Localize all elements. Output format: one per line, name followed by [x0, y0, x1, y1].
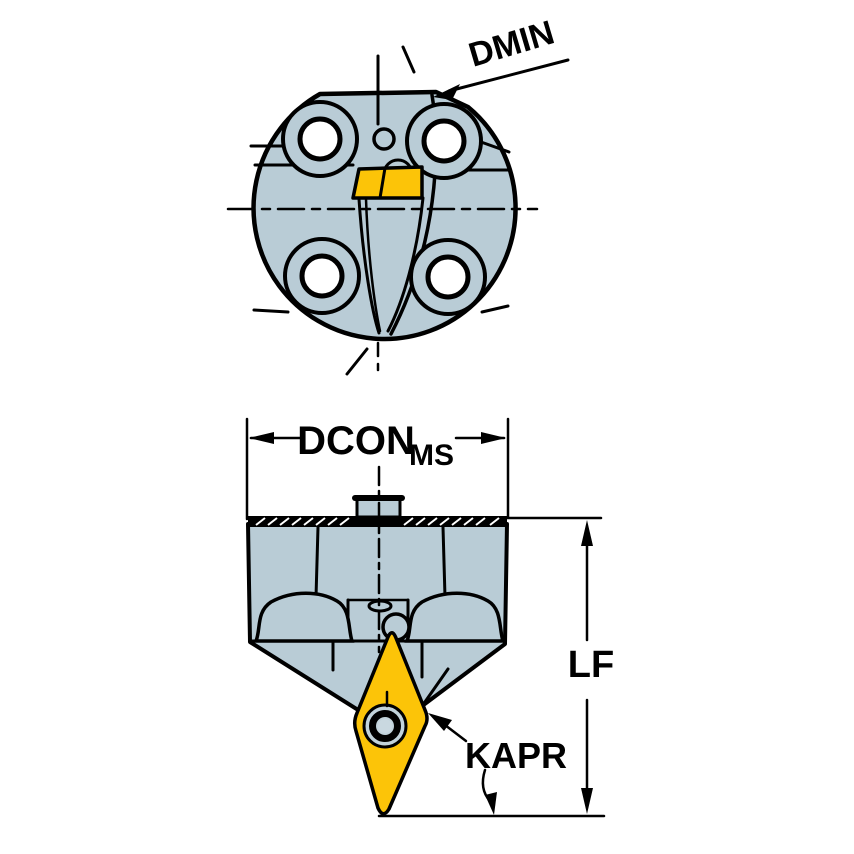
- dcon-dimension: DCON MS: [245, 417, 510, 521]
- lf-arrowhead-bottom: [581, 788, 593, 814]
- front-view: DCON MS LF KAPR: [245, 417, 614, 818]
- bolt-hole-top-right: [421, 118, 467, 164]
- axis-tick-bottom: [345, 347, 369, 376]
- boss-bottom-right: [409, 238, 487, 316]
- dmin-leader-line: [447, 58, 570, 93]
- pin-hole: [372, 127, 396, 151]
- lf-dimension: LF: [377, 516, 614, 818]
- interior-line-right-slant: [479, 140, 511, 154]
- kapr-leader-upper: [443, 723, 468, 743]
- dcon-arrowhead-right: [481, 432, 506, 444]
- lf-label: LF: [568, 644, 614, 686]
- relief-pocket-right: [404, 591, 506, 643]
- interior-line-bottom-left: [252, 308, 290, 314]
- dcon-label: DCON: [297, 419, 415, 463]
- body-inner-line-right: [441, 525, 447, 599]
- axis-tick-top: [401, 45, 416, 74]
- bolt-hole-top-left: [297, 116, 343, 162]
- kapr-arrowhead-upper: [428, 713, 452, 731]
- dmin-arrowhead: [433, 84, 460, 100]
- bolt-hole-bottom-right: [425, 254, 471, 300]
- boss-top-left: [281, 100, 359, 178]
- relief-pocket-left: [253, 591, 355, 643]
- pocket-edge-line-2: [364, 197, 382, 333]
- lf-arrowhead-top: [581, 520, 593, 546]
- pocket-edge-line-1: [357, 197, 381, 335]
- insert-screw: [362, 690, 408, 749]
- interior-line-bottom-right: [480, 304, 510, 314]
- top-view: DMIN: [226, 14, 570, 380]
- serrated-face: [248, 516, 507, 527]
- pocket-sweep-curve-inner: [386, 196, 425, 333]
- boss-top-right: [405, 102, 483, 180]
- pocket-seat-line: [418, 667, 450, 711]
- insert-top-view: [351, 165, 424, 200]
- boss-bottom-left: [283, 237, 361, 315]
- kapr-label: KAPR: [465, 735, 567, 776]
- body-inner-line-left: [314, 525, 320, 599]
- kapr-arrowhead-lower: [485, 792, 497, 815]
- bolt-hole-bottom-left: [299, 253, 345, 299]
- insert-facet-line: [378, 166, 387, 200]
- kapr-callout: KAPR: [428, 713, 567, 815]
- dcon-subscript-label: MS: [409, 439, 454, 472]
- dcon-arrowhead-left: [249, 432, 274, 444]
- dmin-callout: DMIN: [433, 14, 570, 100]
